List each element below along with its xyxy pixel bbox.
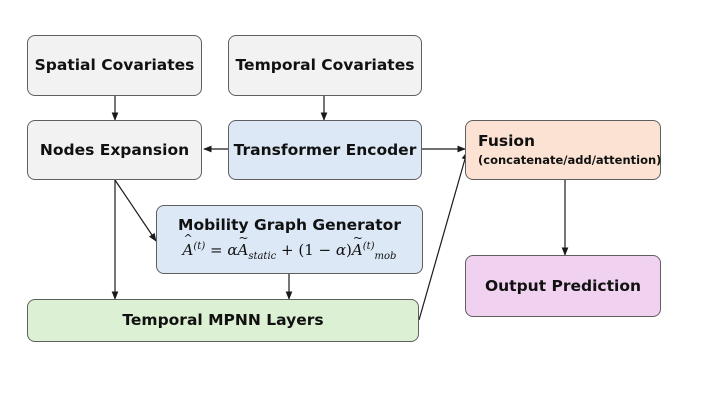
transformer-encoder-label: Transformer Encoder — [233, 140, 417, 159]
temporal-mpnn-layers-label: Temporal MPNN Layers — [122, 311, 324, 330]
nodes-expansion-label: Nodes Expansion — [39, 140, 190, 159]
output-prediction-label: Output Prediction — [484, 276, 642, 295]
spatial-covariates-node: Spatial Covariates — [27, 35, 202, 96]
fusion-node: Fusion (concatenate/add/attention) — [465, 120, 661, 180]
arrow-expansion-to-mobility — [114, 179, 157, 242]
fusion-methods-label: (concatenate/add/attention) — [478, 153, 662, 168]
adjacency-formula: A(t) = αAstatic + (1 − α)A(t)mob — [183, 231, 397, 263]
output-prediction-node: Output Prediction — [465, 255, 661, 317]
temporal-covariates-node: Temporal Covariates — [228, 35, 422, 96]
transformer-encoder-node: Transformer Encoder — [228, 120, 422, 180]
arrow-mpnn-to-fusion — [418, 151, 469, 321]
nodes-expansion-node: Nodes Expansion — [27, 120, 202, 180]
mobility-graph-generator-label: Mobility Graph Generator — [178, 216, 401, 235]
mobility-graph-generator-node: Mobility Graph Generator A(t) = αAstatic… — [156, 205, 423, 274]
fusion-label: Fusion — [478, 131, 536, 150]
spatial-covariates-label: Spatial Covariates — [34, 56, 195, 75]
temporal-mpnn-layers-node: Temporal MPNN Layers — [27, 299, 419, 342]
temporal-covariates-label: Temporal Covariates — [235, 56, 415, 75]
